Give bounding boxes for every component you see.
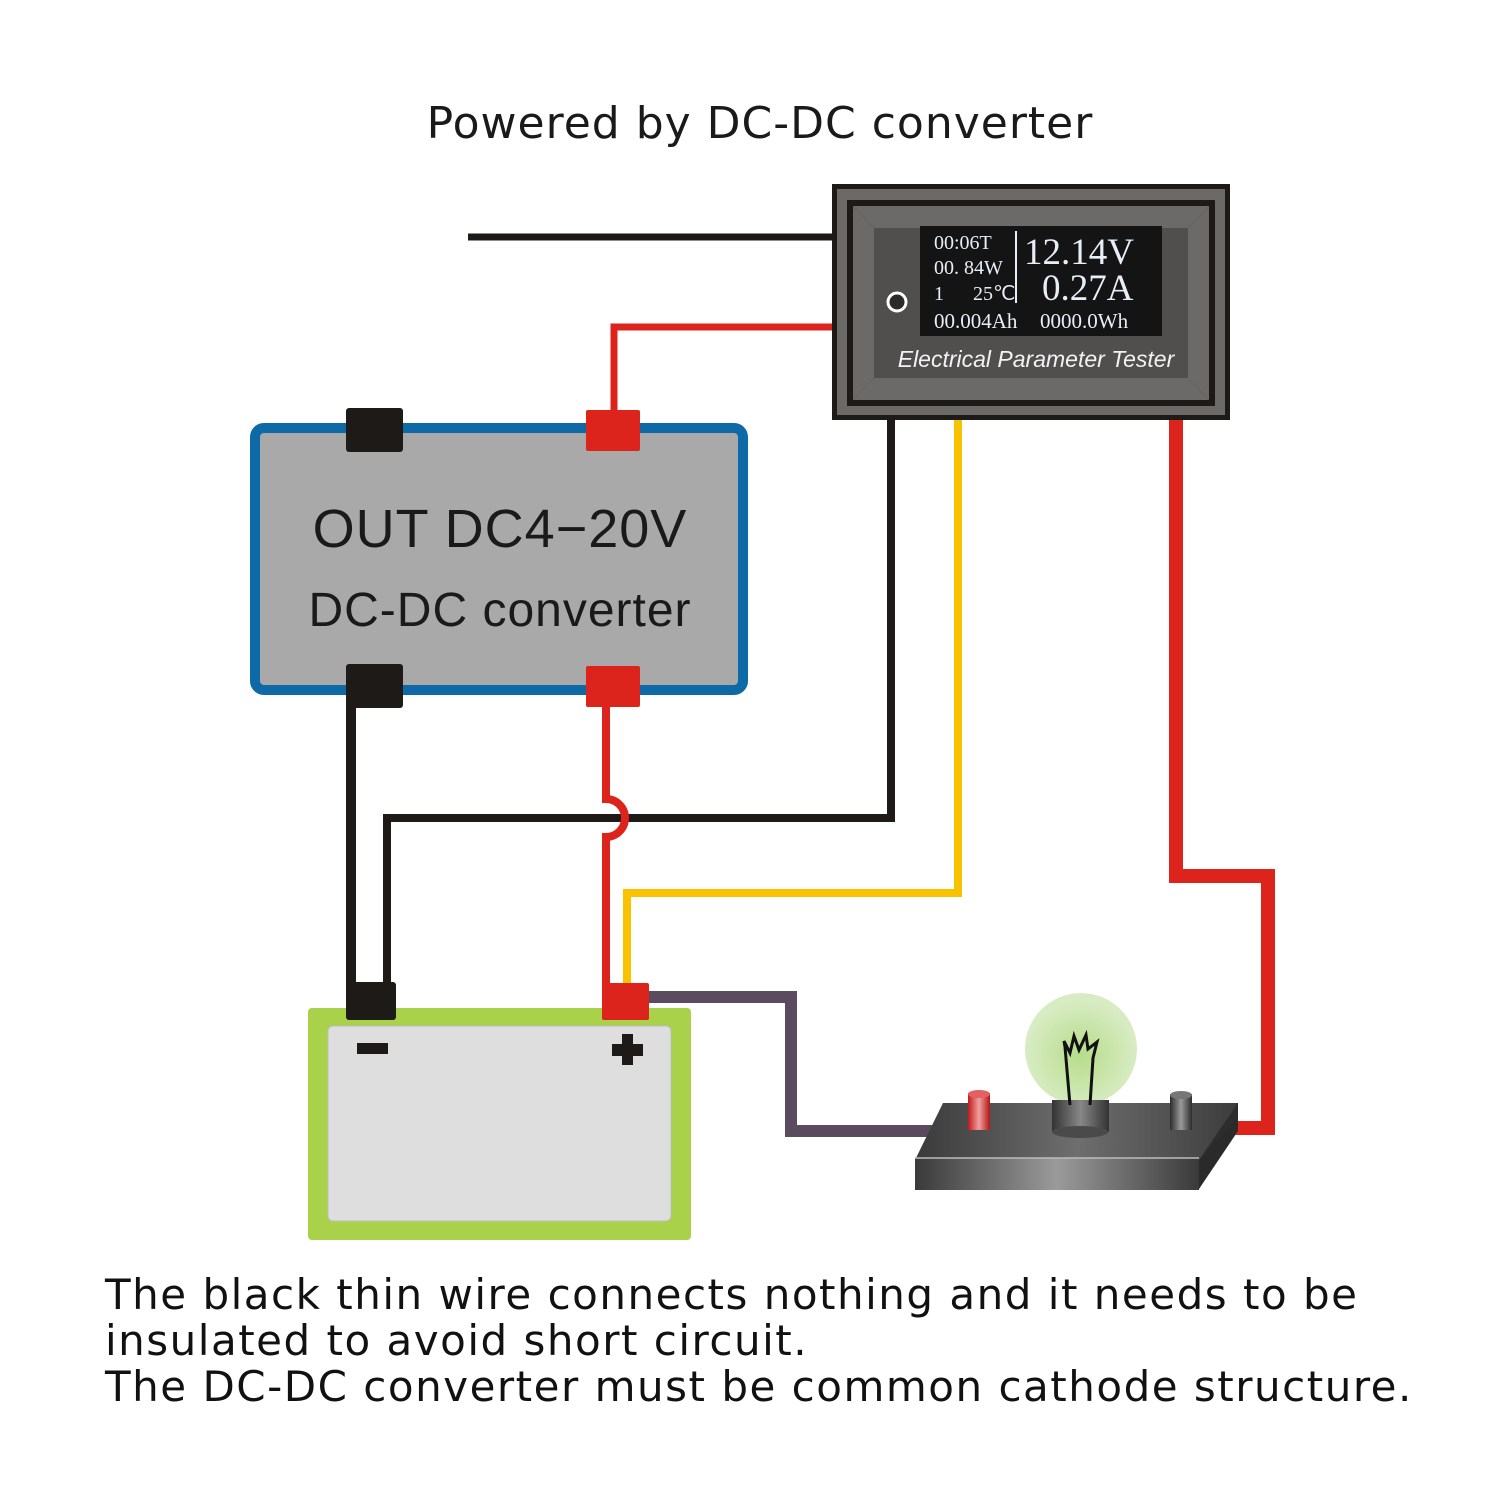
red-wire-converter-to-battery (602, 700, 629, 990)
lcd-energy: 0000.0Wh (1040, 309, 1129, 333)
red-wire-tester-to-converter (610, 323, 832, 420)
lcd-voltage: 12.14V (1024, 232, 1134, 273)
note-line-3: The DC-DC converter must be common catho… (105, 1362, 1413, 1411)
converter-terminal-negative-bottom (346, 664, 403, 708)
light-bulb-icon (915, 993, 1238, 1190)
converter-terminal-positive-bottom (586, 666, 640, 707)
converter-terminal-negative-top (346, 408, 403, 452)
converter-label-output: OUT DC4−20V (313, 499, 688, 559)
instruction-notes: The black thin wire connects nothing and… (105, 1272, 1413, 1410)
dc-dc-converter: OUT DC4−20V DC-DC converter (250, 408, 748, 708)
converter-label-name: DC-DC converter (308, 584, 691, 637)
battery (308, 982, 691, 1240)
yellow-wire-tester-to-battery (623, 418, 962, 990)
red-wire-tester-to-bulb (1169, 418, 1275, 1135)
lcd-current: 0.27A (1042, 268, 1134, 309)
battery-terminal-negative (346, 982, 396, 1020)
bulb-filament (1062, 1029, 1100, 1106)
tester-label: Electrical Parameter Tester (898, 346, 1176, 372)
lcd-channel: 1 (934, 283, 944, 305)
diagram-title: Powered by DC-DC converter (426, 98, 1094, 149)
black-wire-converter-to-battery (346, 685, 376, 990)
purple-wire-battery-to-bulb (645, 991, 975, 1137)
battery-terminal-positive (602, 983, 649, 1020)
lcd-capacity: 00.004Ah (934, 309, 1018, 333)
bulb-terminal-grey (1170, 1094, 1192, 1130)
minus-icon (357, 1043, 388, 1054)
lcd-power: 00. 84W (934, 257, 1003, 279)
electrical-parameter-tester: 00:06T 00. 84W 1 25℃ 00.004Ah 12.14V 0.2… (832, 184, 1230, 420)
lcd-temperature: 25℃ (973, 283, 1015, 305)
converter-terminal-positive-top (586, 410, 640, 451)
black-wire-tester-to-battery (383, 418, 895, 990)
circle-button-icon[interactable] (886, 291, 908, 313)
bulb-terminal-red (968, 1093, 990, 1130)
note-line-1: The black thin wire connects nothing and… (105, 1270, 1359, 1319)
note-line-2: insulated to avoid short circuit. (105, 1316, 809, 1365)
lcd-time: 00:06T (934, 232, 992, 254)
lcd-screen (920, 226, 1162, 336)
